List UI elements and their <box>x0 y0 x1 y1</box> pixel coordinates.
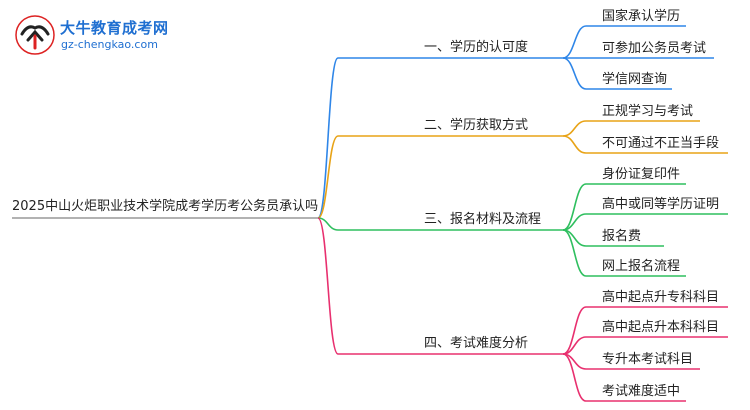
branch-label: 四、考试难度分析 <box>424 336 529 351</box>
leaf-label: 高中起点升专科科目 <box>602 290 720 305</box>
branch-label: 一、学历的认可度 <box>424 40 529 55</box>
leaf-connector <box>562 183 587 231</box>
leaf-connector <box>562 306 587 355</box>
leaf-connector <box>562 57 587 90</box>
site-name: 大牛教育成考网 <box>60 19 169 37</box>
leaf-label: 国家承认学历 <box>602 9 681 24</box>
leaf-connector <box>562 353 587 402</box>
mindmap-root: 2025中山火炬职业技术学院成考学历考公务员承认吗 <box>12 199 319 214</box>
leaf-label: 可参加公务员考试 <box>602 41 707 56</box>
leaf-label: 学信网查询 <box>602 72 668 87</box>
leaf-connector <box>562 25 587 59</box>
leaf-label: 高中起点升本科科目 <box>602 320 720 335</box>
branch-connector <box>317 57 339 219</box>
leaf-label: 网上报名流程 <box>602 259 681 274</box>
branch-label: 二、学历获取方式 <box>424 118 529 133</box>
leaf-label: 考试难度适中 <box>602 384 681 399</box>
branch-connector <box>317 135 339 219</box>
leaf-label: 正规学习与考试 <box>602 104 694 119</box>
leaf-label: 高中或同等学历证明 <box>602 197 720 212</box>
leaf-connector <box>562 229 587 277</box>
leaf-label: 专升本考试科目 <box>602 352 694 367</box>
leaf-label: 报名费 <box>602 229 642 244</box>
site-url: gz-chengkao.com <box>61 38 158 51</box>
branch-label: 三、报名材料及流程 <box>424 212 542 227</box>
leaf-label: 不可通过不正当手段 <box>602 136 720 151</box>
leaf-label: 身份证复印件 <box>602 167 681 182</box>
ox-logo-icon <box>15 15 55 55</box>
site-logo: 大牛教育成考网 gz-chengkao.com <box>14 14 168 58</box>
branch-connector <box>317 217 339 355</box>
leaf-connector <box>562 120 587 137</box>
branch-connector <box>317 217 339 231</box>
leaf-connector <box>562 135 587 154</box>
